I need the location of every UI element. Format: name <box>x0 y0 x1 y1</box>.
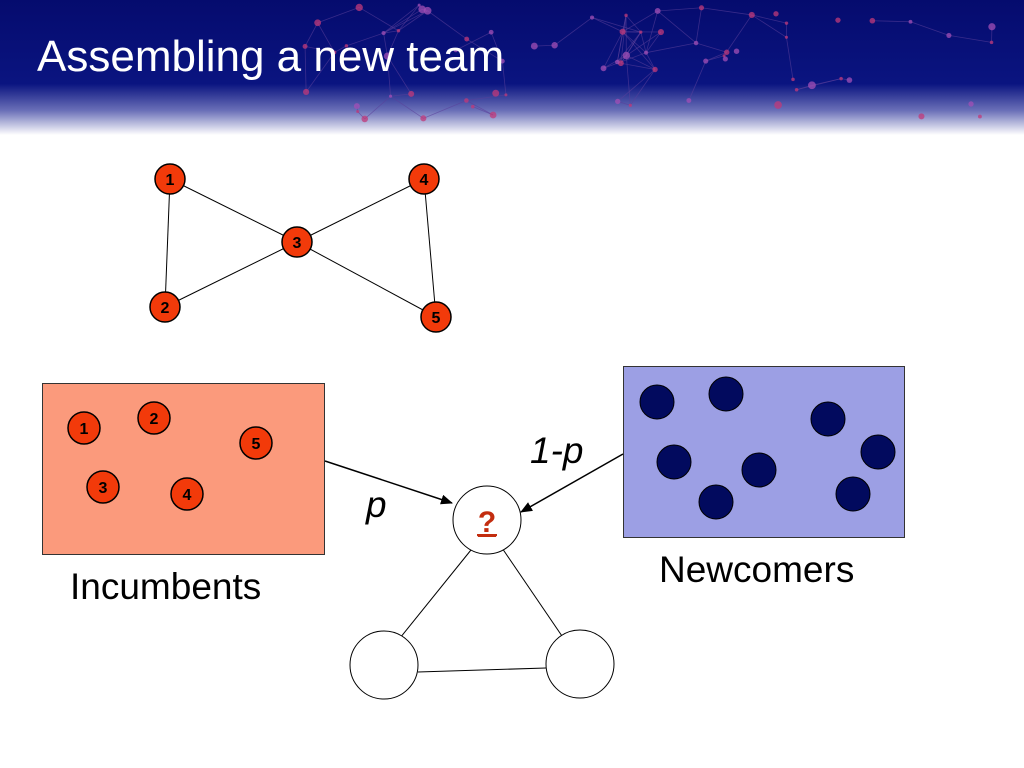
network-node-4: 4 <box>408 163 440 195</box>
incumbent-node-label: 5 <box>252 436 261 453</box>
incumbent-node-label: 2 <box>150 411 159 428</box>
header-background <box>0 0 1024 135</box>
network-node-label: 3 <box>293 235 302 252</box>
network-node-label: 4 <box>420 172 429 189</box>
incumbent-node-2: 2 <box>137 401 171 435</box>
newcomer-node <box>835 476 871 512</box>
probability-incumbent-label: p <box>366 484 387 525</box>
newcomer-node <box>741 452 777 488</box>
network-edge-4-5 <box>423 178 437 318</box>
network-node-2: 2 <box>149 291 181 323</box>
network-node-label: 2 <box>161 300 170 317</box>
team-edge <box>417 667 547 673</box>
incumbent-node-1: 1 <box>67 411 101 445</box>
network-node-label: 1 <box>166 172 175 189</box>
header-network-decoration <box>302 3 996 123</box>
newcomer-node <box>810 401 846 437</box>
newcomer-arrow <box>520 453 624 513</box>
new-team-member <box>545 629 615 699</box>
slide-title: Assembling a new team <box>37 32 505 81</box>
network-node-1: 1 <box>154 163 186 195</box>
newcomer-node <box>656 444 692 480</box>
newcomer-node <box>698 484 734 520</box>
network-edge-1-2 <box>164 178 171 308</box>
incumbents-pool <box>42 383 325 555</box>
new-team-member-unknown <box>452 485 522 555</box>
network-node-5: 5 <box>420 301 452 333</box>
incumbent-node-4: 4 <box>170 477 204 511</box>
incumbents-label: Incumbents <box>70 566 262 607</box>
incumbent-node-label: 3 <box>99 480 108 497</box>
network-edge-2-3 <box>164 241 298 308</box>
question-mark-label: ? <box>478 506 496 539</box>
probability-newcomer-label: 1-p <box>530 430 584 471</box>
incumbent-node-5: 5 <box>239 426 273 460</box>
incumbent-node-3: 3 <box>86 470 120 504</box>
slide-header: Assembling a new team <box>0 0 1024 135</box>
network-edge-3-5 <box>296 241 437 318</box>
example-network: 1 2 3 4 5 <box>149 163 452 333</box>
incumbent-node-label: 4 <box>183 487 192 504</box>
newcomer-node <box>708 376 744 412</box>
network-node-3: 3 <box>281 226 313 258</box>
team-edge <box>399 544 476 639</box>
incumbent-arrow <box>324 460 453 505</box>
network-edge-3-4 <box>296 178 425 243</box>
new-team-member <box>349 630 419 700</box>
new-team: ? <box>349 485 615 700</box>
incumbent-node-label: 1 <box>80 421 89 438</box>
newcomer-node <box>639 384 675 420</box>
newcomers-label: Newcomers <box>659 549 855 590</box>
network-node-label: 5 <box>432 310 441 327</box>
team-edge <box>499 544 563 637</box>
newcomer-node <box>860 434 896 470</box>
network-edge-1-3 <box>169 178 298 243</box>
